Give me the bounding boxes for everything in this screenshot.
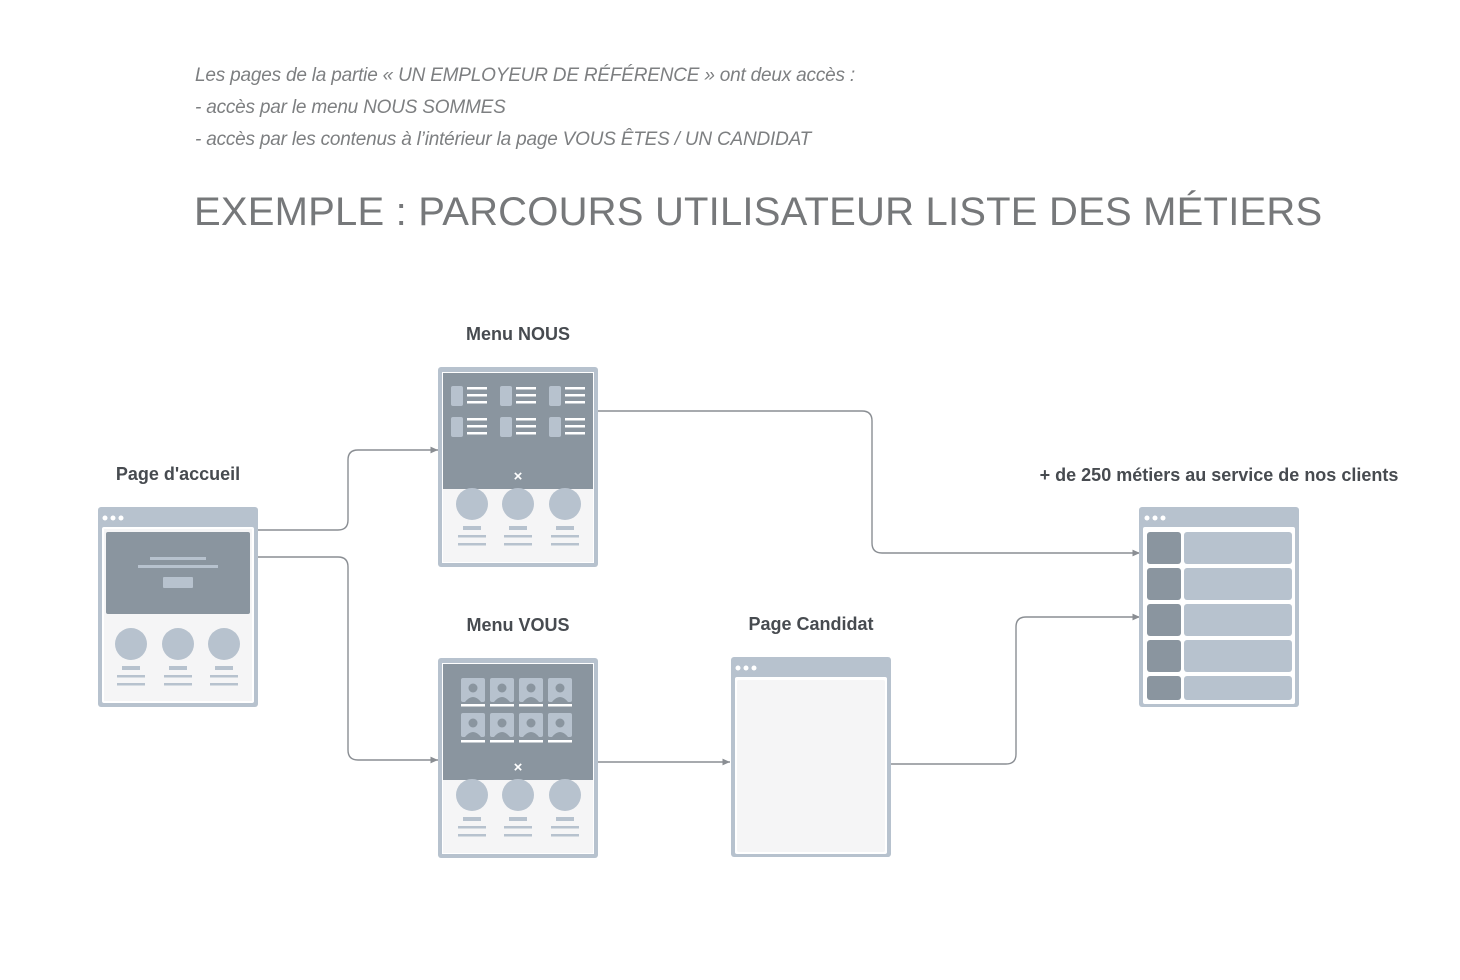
intro-line-1: Les pages de la partie « UN EMPLOYEUR DE… xyxy=(195,65,855,86)
menu-vous-label: Menu VOUS xyxy=(466,615,570,635)
candidat-page-wireframe xyxy=(731,657,891,857)
intro-text: Les pages de la partie « UN EMPLOYEUR DE… xyxy=(195,60,855,156)
menu-nous-wireframe: × xyxy=(438,367,598,567)
connector-menu-nous-to-metiers xyxy=(598,410,1140,557)
metiers-list-wireframe xyxy=(1139,507,1299,707)
menu-nous-label: Menu NOUS xyxy=(465,324,571,344)
connector-home-to-menu-nous xyxy=(258,446,438,531)
intro-line-3: - accès par les contenus à l’intérieur l… xyxy=(195,129,812,150)
home-label: Page d'accueil xyxy=(115,464,241,484)
avatar-grid xyxy=(461,678,572,743)
menu-vous-wireframe: × xyxy=(438,658,598,858)
page-title: EXEMPLE : PARCOURS UTILISATEUR LISTE DES… xyxy=(194,190,1323,234)
candidat-label: Page Candidat xyxy=(748,614,874,634)
window-dots-icon xyxy=(735,665,757,671)
hero-button xyxy=(163,577,193,588)
window-dots-icon xyxy=(1144,515,1166,521)
window-dots-icon xyxy=(102,515,124,521)
connector-candidat-to-metiers xyxy=(891,613,1140,765)
intro-line-2: - accès par le menu NOUS SOMMES xyxy=(195,97,506,118)
close-icon: × xyxy=(514,468,523,485)
close-icon: × xyxy=(514,759,523,776)
metiers-label: + de 250 métiers au service de nos clien… xyxy=(1039,465,1399,485)
hero-banner xyxy=(106,532,250,614)
home-page-wireframe xyxy=(98,507,258,707)
connector-home-to-menu-vous xyxy=(258,556,438,764)
